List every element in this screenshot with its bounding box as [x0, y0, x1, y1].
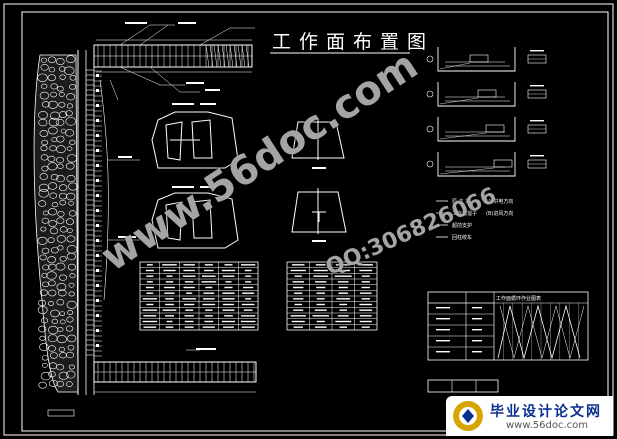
- hydraulic-supports: [86, 69, 109, 357]
- trap-2-label: [312, 240, 326, 242]
- legend-label-1b: (A)供电方向: [486, 198, 513, 205]
- inner-frame: [21, 11, 609, 432]
- bottom-roadway-grid: [94, 362, 256, 382]
- advance-sequence-diagrams: [426, 47, 547, 177]
- legend-label-1: 原 支 护: [452, 198, 470, 205]
- legend-label-2b: (B)进风方向: [486, 210, 513, 217]
- cycle-operation-chart: 工作面循环作业图表: [427, 291, 589, 361]
- rock-texture: [37, 55, 78, 389]
- site-logo-icon: [453, 401, 483, 431]
- footer-site-url: www.56doc.com: [506, 420, 589, 431]
- legend-label-4: 回柱绞车: [452, 234, 472, 241]
- footer-site-name: 毕业设计论文网: [490, 404, 602, 420]
- equipment-tables: [139, 261, 378, 331]
- bottom-label-box: [47, 409, 75, 417]
- trap-1-label: [312, 167, 326, 169]
- rock-mass: [33, 54, 79, 393]
- legend-label-3: 超前支护: [452, 222, 472, 229]
- top-leaders: [108, 24, 255, 351]
- footer-banner: 毕业设计论文网 www.56doc.com: [446, 396, 613, 436]
- top-roadway-grid: [94, 44, 252, 68]
- leader-tags: [118, 22, 220, 350]
- outer-frame: [3, 3, 614, 436]
- section-1-label: [172, 103, 194, 105]
- legend: 原 支 护 (A)供电方向 工作面溜子 (B)进风方向 超前支护 回柱绞车: [436, 198, 513, 241]
- legend-label-2: 工作面溜子: [452, 210, 477, 217]
- section-views-left: [151, 111, 239, 249]
- drawing-title: 工作面布置图: [272, 31, 434, 53]
- cycle-chart-title: 工作面循环作业图表: [496, 295, 541, 302]
- section-2-scale: [200, 186, 216, 188]
- title-block: [427, 379, 499, 393]
- trapezoid-sections: [291, 118, 347, 234]
- section-2-label: [172, 186, 194, 188]
- section-1-scale: [200, 103, 216, 105]
